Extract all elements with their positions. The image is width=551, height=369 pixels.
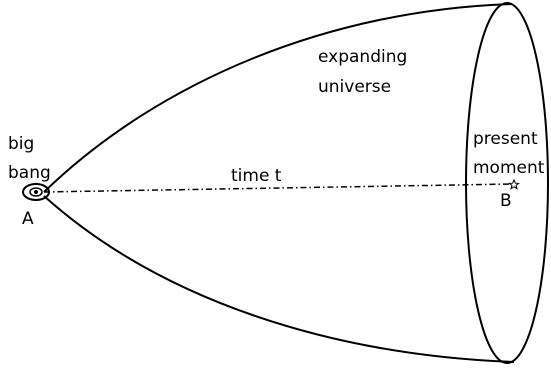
bang-label: bang — [8, 163, 51, 183]
point-a-label: A — [22, 209, 34, 229]
present-label: present — [473, 129, 538, 149]
upper-boundary-curve — [43, 3, 513, 193]
big-label: big — [8, 134, 34, 154]
lower-boundary-curve — [43, 195, 515, 363]
point-b-label: B — [500, 191, 512, 211]
present-moment-star-icon — [508, 178, 520, 190]
big-bang-inner-ring — [29, 187, 43, 197]
expanding-label: expanding — [318, 47, 407, 67]
big-bang-center-dot — [34, 190, 38, 194]
universe-label: universe — [318, 77, 391, 97]
moment-label: moment — [473, 158, 545, 178]
time-axis-line — [43, 183, 514, 193]
present-cross-section-ellipse — [465, 2, 549, 364]
big-bang-outer-ring — [22, 183, 50, 201]
time-axis-label: time t — [231, 166, 282, 186]
